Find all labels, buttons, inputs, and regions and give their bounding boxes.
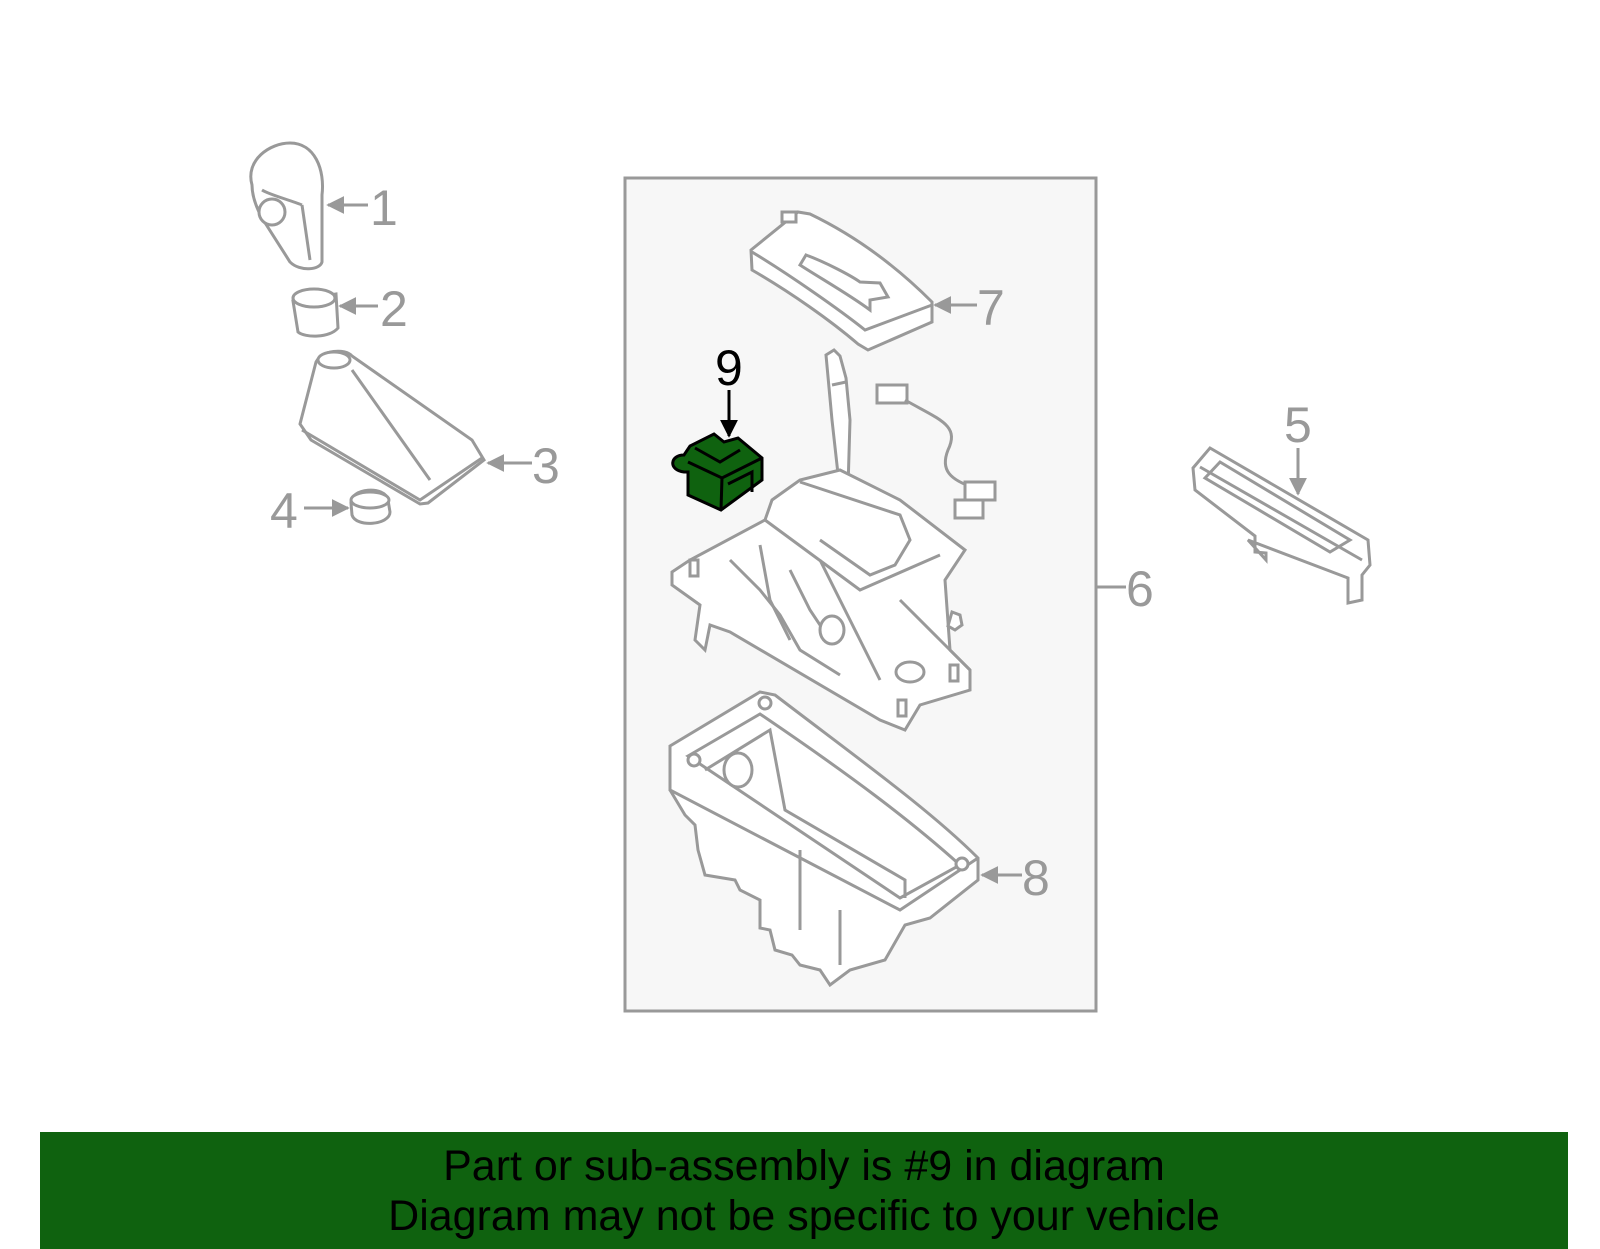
callout-8: 8 [1022,850,1050,906]
part-2-collar[interactable] [291,287,340,338]
part-7-indicator-cover[interactable] [749,210,934,352]
callout-3: 3 [532,438,560,494]
part-8-console-housing[interactable] [668,690,980,988]
part-3-boot[interactable] [298,349,486,506]
part-5-trim-strip[interactable] [1191,446,1372,605]
part-1-shift-knob[interactable] [249,141,325,271]
banner-line-2: Diagram may not be specific to your vehi… [388,1192,1220,1240]
callout-7: 7 [977,280,1005,336]
callout-2: 2 [380,281,408,337]
callout-6: 6 [1126,561,1154,617]
info-banner: Part or sub-assembly is #9 in diagram Di… [40,1132,1568,1249]
callout-5: 5 [1284,397,1312,453]
part-4-cap[interactable] [349,488,392,525]
callout-4: 4 [270,483,298,539]
part-9-selector-switch[interactable] [671,432,764,512]
shifter-mechanism [670,348,997,732]
callout-9: 9 [715,340,743,396]
banner-line-1: Part or sub-assembly is #9 in diagram [443,1142,1165,1190]
callout-1: 1 [370,180,398,236]
